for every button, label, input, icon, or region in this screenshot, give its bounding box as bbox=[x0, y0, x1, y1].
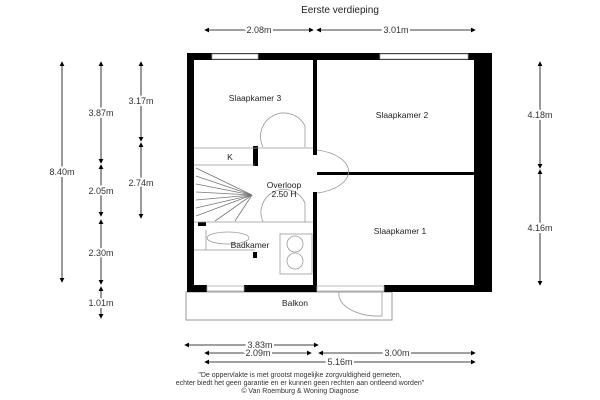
dim-left-a4: 1.01m bbox=[88, 298, 113, 308]
room-slaapkamer-3: Slaapkamer 3 bbox=[229, 93, 282, 103]
dim-right-1: 4.18m bbox=[527, 110, 552, 120]
room-badkamer: Badkamer bbox=[231, 240, 270, 250]
walls bbox=[187, 53, 492, 292]
disclaimer-line-2: echter biedt het geen garantie en er kun… bbox=[175, 380, 425, 387]
balcony-outline bbox=[185, 291, 393, 321]
windows bbox=[206, 53, 469, 292]
dim-left-total: 8.40m bbox=[49, 167, 74, 177]
dim-right-2: 4.16m bbox=[527, 223, 552, 233]
dim-top-left: 2.08m bbox=[246, 25, 271, 35]
dim-bottom-1: 3.83m bbox=[247, 340, 272, 350]
room-overloop: Overloop bbox=[267, 180, 302, 190]
room-balkon: Balkon bbox=[282, 298, 308, 308]
plan-title: Eerste verdieping bbox=[301, 5, 379, 16]
room-overloop-height: 2.50 H bbox=[271, 189, 296, 199]
dim-left-a1: 3.87m bbox=[88, 108, 113, 118]
room-slaapkamer-2: Slaapkamer 2 bbox=[376, 110, 429, 120]
dim-left-b2: 2.74m bbox=[128, 178, 153, 188]
interior-lines bbox=[194, 112, 383, 317]
room-slaapkamer-1: Slaapkamer 1 bbox=[374, 226, 427, 236]
dim-top-right: 3.01m bbox=[383, 25, 408, 35]
dim-left-b1: 3.17m bbox=[128, 96, 153, 106]
dim-bottom-2: 2.09m bbox=[245, 348, 270, 358]
dim-bottom-total: 5.16m bbox=[327, 357, 352, 367]
disclaimer-line-1: "De oppervlakte is met grootst mogelijke… bbox=[198, 372, 402, 379]
room-k: K bbox=[227, 152, 233, 162]
dim-left-a3: 2.30m bbox=[88, 248, 113, 258]
copyright: © Van Roemburg & Woning Diagnose bbox=[241, 388, 359, 395]
dim-left-a2: 2.05m bbox=[88, 186, 113, 196]
dimension-lines bbox=[59, 27, 543, 365]
dim-bottom-3: 3.00m bbox=[384, 348, 409, 358]
